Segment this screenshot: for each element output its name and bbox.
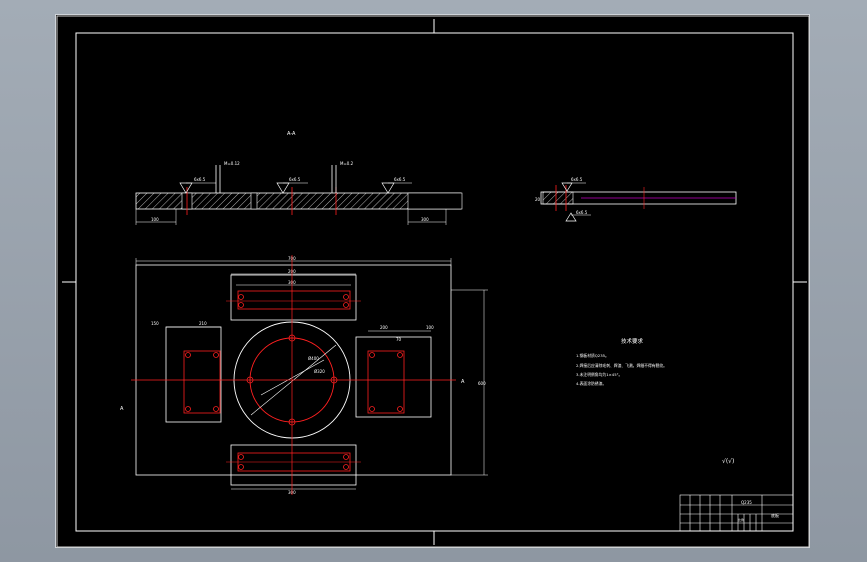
dim-side: 600 [478,381,486,386]
right-slot-block [355,336,432,418]
left-slot [183,350,221,414]
section-view: A-A M=0.12 M=0.2 6x6.5 6x6.5 6x6.5 100 [135,131,463,225]
weld-symbol-1: 6x6.5 [194,177,206,182]
section-step [407,192,463,210]
section-dim-right: 300 [421,217,429,222]
circle-dim-1: Ø400 [308,356,319,361]
dim-right-inner: 70 [396,337,402,342]
top-slot-block [230,274,357,321]
base-plate-outline [135,264,452,476]
dim-right-b: 100 [426,325,434,330]
tech-line-4: 4.表面涂防锈漆。 [576,381,606,386]
right-slot [367,350,405,414]
title-scale-label: 比例 [738,517,744,522]
dim-left-a: 150 [151,321,159,326]
side-weld-bottom: 6x6.5 [576,210,588,215]
dim-left-b: 210 [199,321,207,326]
sheet-outer-border [56,15,810,548]
circle-dim-2: Ø320 [314,369,325,374]
section-note-right: M=0.2 [340,161,354,166]
section-label: A-A [287,131,296,137]
top-slot [237,290,351,310]
cad-viewport[interactable]: A-A M=0.12 M=0.2 6x6.5 6x6.5 6x6.5 100 [55,14,810,548]
side-weld-top: 6x6.5 [571,177,583,182]
dim-right-a: 200 [380,325,388,330]
section-dim-left: 100 [151,217,159,222]
drawing-canvas[interactable]: A-A M=0.12 M=0.2 6x6.5 6x6.5 6x6.5 100 [56,15,811,549]
tech-line-2: 2.焊接后应清除毛刺、焊渣、飞溅，焊缝不得有裂纹。 [576,363,667,368]
title-block [679,494,794,532]
tech-line-3: 3.未注明倒角均为1×45°。 [576,372,622,377]
left-slot-block [165,326,222,423]
section-mark-right: A [461,379,465,385]
diameter-leader-2 [260,359,325,396]
side-view: 6x6.5 6x6.5 20 [535,177,737,222]
tech-requirements: 技术要求 1.钢板材质Q235。 2.焊接后应清除毛刺、焊渣、飞溅，焊缝不得有裂… [576,337,734,465]
section-slot-2 [250,192,258,210]
title-drawing-name: 底板 [771,512,779,518]
title-material: Q235 [741,500,752,505]
roughness-mark: √(√) [722,458,734,465]
weld-symbol-2: 6x6.5 [289,177,301,182]
side-dim-left: 20 [535,197,541,202]
section-note-left: M=0.12 [224,161,240,166]
bottom-slot-block [230,444,357,486]
drawing-frame [75,32,794,532]
weld-symbol-3: 6x6.5 [394,177,406,182]
plan-view: 700 200 300 300 150 210 [120,255,488,495]
tech-title: 技术要求 [621,337,644,345]
tech-line-1: 1.钢板材质Q235。 [576,353,609,358]
frame-center-marks [62,19,807,545]
section-mark-left: A [120,406,124,412]
